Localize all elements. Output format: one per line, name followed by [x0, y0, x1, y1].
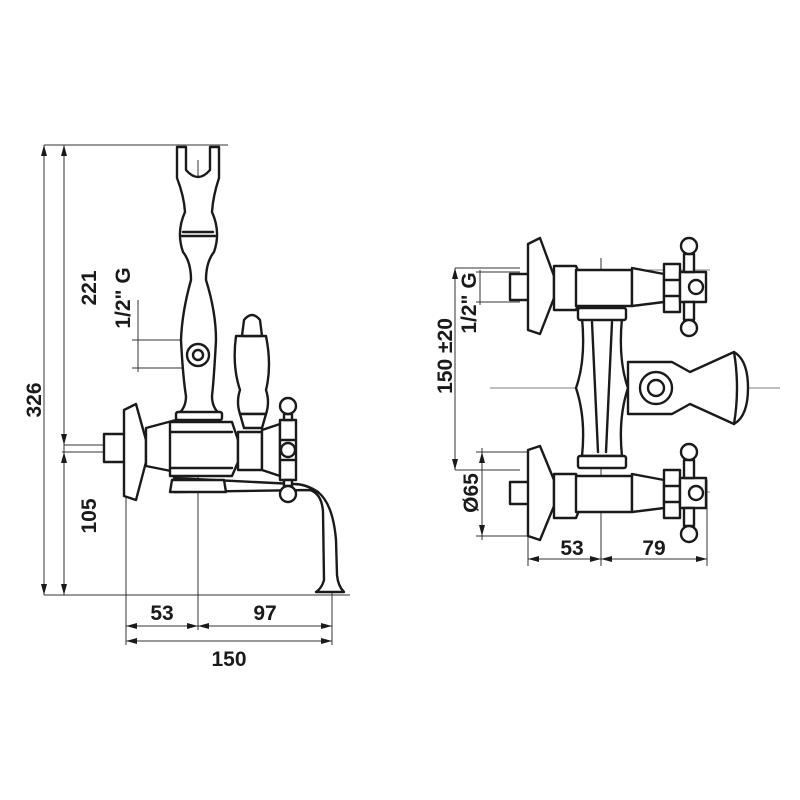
inlet-height-label: 105 [78, 498, 101, 533]
left-thread-label: 1/2" G [112, 267, 135, 328]
right-view-front-elevation: 150 ±20 1/2" G Ø65 53 79 [434, 236, 780, 566]
right-vertical-labels: 150 ±20 1/2" G Ø65 [434, 272, 483, 513]
right-vertical-dimension-lines [452, 267, 530, 540]
right-wall-to-axis-label: 53 [560, 537, 583, 560]
left-axis-to-spout-label: 97 [253, 602, 276, 625]
left-horizontal-dimension-lines [125, 160, 333, 645]
right-thread-label: 1/2" G [458, 272, 481, 333]
left-wall-to-axis-label: 53 [150, 602, 173, 625]
right-mixer-outline [508, 236, 750, 544]
left-horizontal-labels: 53 97 150 [150, 602, 276, 671]
flange-diameter-label: Ø65 [460, 473, 483, 513]
centres-label: 150 ±20 [434, 318, 457, 394]
left-vertical-labels: 326 221 105 1/2" G [23, 267, 135, 533]
left-mixer-outline [102, 145, 346, 594]
right-axis-to-handle-label: 79 [642, 537, 665, 560]
right-horizontal-labels: 53 79 [560, 537, 665, 560]
overall-height-label: 326 [23, 382, 46, 417]
total-projection-label: 150 [211, 648, 246, 671]
left-view-side-elevation: 326 221 105 1/2" G 53 97 150 [23, 144, 350, 671]
handshower-height-label: 221 [78, 270, 101, 305]
